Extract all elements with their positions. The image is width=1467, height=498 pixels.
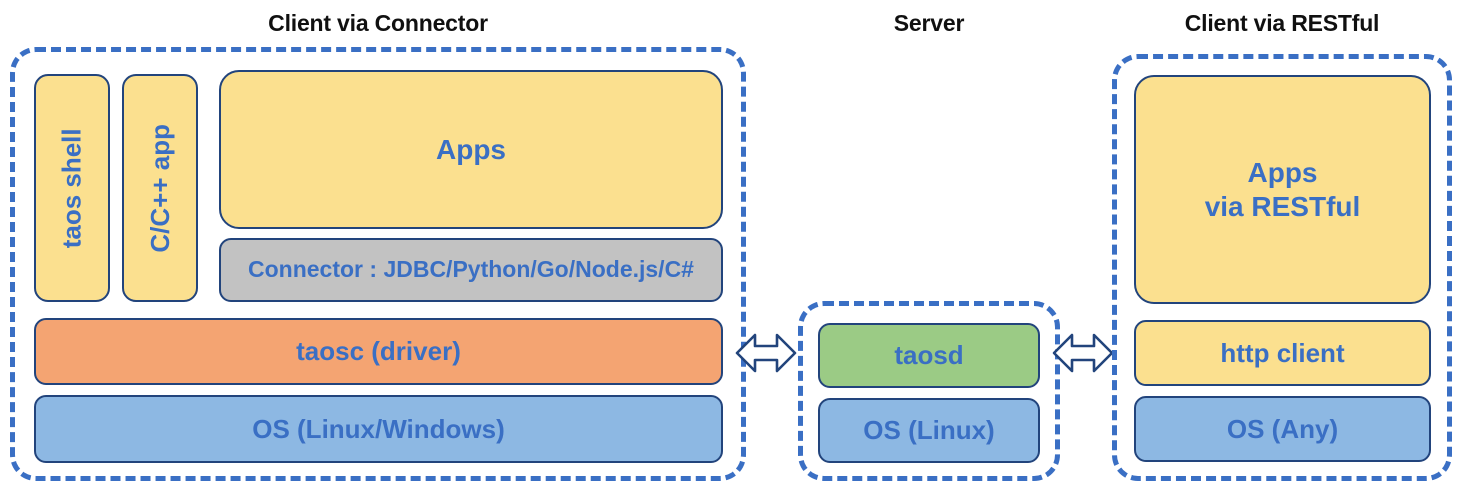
block-os-linux-windows[interactable]: OS (Linux/Windows) [34, 395, 723, 463]
block-os-linux-windows-label: OS (Linux/Windows) [252, 413, 505, 444]
section-title-client-connector: Client via Connector [268, 10, 488, 36]
bidirectional-arrow-icon-right [1052, 330, 1114, 376]
block-http-client-label: http client [1220, 337, 1345, 368]
bidirectional-arrow-icon-left [735, 330, 797, 376]
block-apps[interactable]: Apps [219, 70, 723, 229]
block-apps-via-restful[interactable]: Apps via RESTful [1134, 75, 1431, 304]
group-server [798, 301, 1060, 481]
block-os-any[interactable]: OS (Any) [1134, 396, 1431, 462]
block-cpp-app[interactable]: C/C++ app [122, 74, 198, 302]
group-client-via-restful [1112, 54, 1452, 481]
block-taosc-driver[interactable]: taosc (driver) [34, 318, 723, 385]
block-os-linux[interactable]: OS (Linux) [818, 398, 1040, 463]
block-apps-via-restful-line2: via RESTful [1204, 190, 1361, 222]
block-taosd[interactable]: taosd [818, 323, 1040, 388]
block-connector[interactable]: Connector : JDBC/Python/Go/Node.js/C# [219, 238, 723, 302]
block-apps-via-restful-line1: Apps [1247, 157, 1318, 189]
block-connector-label: Connector : JDBC/Python/Go/Node.js/C# [248, 256, 694, 283]
block-taosc-driver-label: taosc (driver) [296, 336, 461, 367]
block-apps-via-restful-label: Apps via RESTful [1205, 156, 1361, 222]
block-http-client[interactable]: http client [1134, 320, 1431, 386]
block-taos-shell-label: taos shell [56, 128, 87, 248]
block-taosd-label: taosd [894, 340, 964, 371]
block-cpp-app-label: C/C++ app [144, 123, 175, 253]
block-os-linux-label: OS (Linux) [863, 415, 995, 446]
section-title-server: Server [893, 10, 965, 36]
block-os-any-label: OS (Any) [1226, 413, 1339, 444]
section-title-client-restful: Client via RESTful [1184, 10, 1380, 36]
block-apps-label: Apps [436, 133, 506, 165]
group-client-via-connector [10, 47, 746, 481]
block-taos-shell[interactable]: taos shell [34, 74, 110, 302]
